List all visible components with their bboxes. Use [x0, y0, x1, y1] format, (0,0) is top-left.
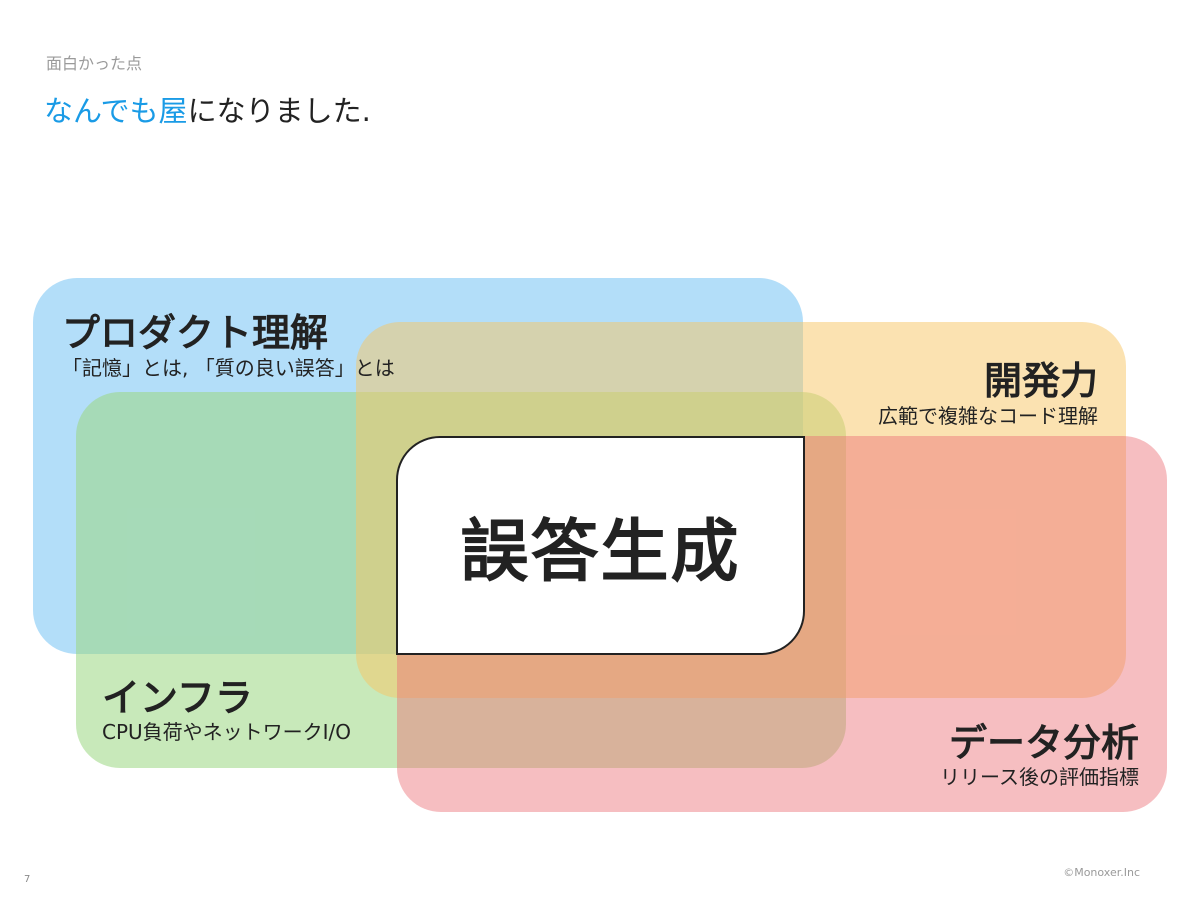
section-label: 面白かった点 — [46, 54, 143, 73]
region-dev-title: 開発力 — [983, 359, 1098, 403]
region-product-subtitle: 「記憶」とは, 「質の良い誤答」とは — [62, 356, 395, 380]
region-product-title: プロダクト理解 — [62, 311, 329, 355]
core-box: 誤答生成 — [396, 436, 805, 655]
region-data-title: データ分析 — [948, 721, 1139, 765]
page-title-rest: になりました. — [187, 94, 371, 128]
page-number: 7 — [24, 874, 31, 885]
copyright: ©Monoxer.Inc — [1063, 866, 1140, 879]
core-label: 誤答生成 — [460, 513, 741, 592]
region-dev-subtitle: 広範で複雑なコード理解 — [878, 404, 1098, 428]
region-infra-subtitle: CPU負荷やネットワークI/O — [102, 720, 352, 744]
region-data-subtitle: リリース後の評価指標 — [940, 765, 1139, 789]
page-title: なんでも屋になりました. — [44, 88, 371, 130]
page-title-accent: なんでも屋 — [44, 94, 188, 128]
region-infra-title: インフラ — [102, 676, 253, 720]
